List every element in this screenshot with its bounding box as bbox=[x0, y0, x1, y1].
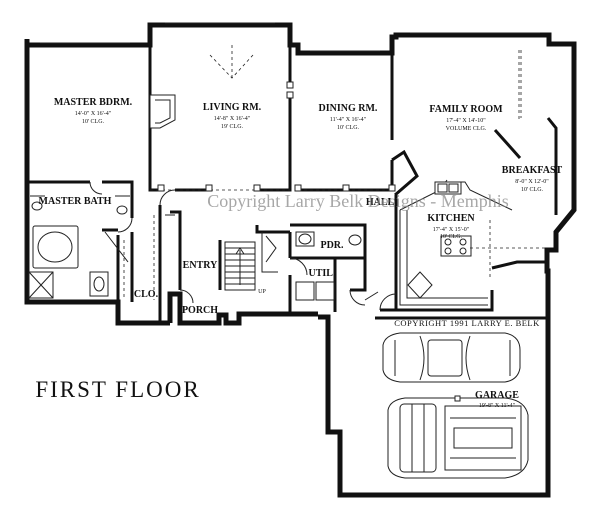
beams-dashed bbox=[150, 45, 522, 191]
sink-icon bbox=[31, 201, 43, 211]
kitchen-clg: 10' CLG. bbox=[440, 234, 463, 240]
garage-car-sedan bbox=[382, 332, 521, 383]
dining-rm-name: DINING RM. bbox=[319, 103, 378, 114]
dining-rm-size: 11'-4" X 16'-4" bbox=[330, 117, 367, 123]
corner-pantry bbox=[407, 271, 433, 299]
family-room-size: 17'-4" X 14'-10" bbox=[446, 118, 486, 124]
copyright-note: COPYRIGHT 1991 LARRY E. BELK bbox=[394, 318, 540, 328]
living-rm-size: 14'-8" X 16'-4" bbox=[214, 116, 251, 122]
living-rm-name: LIVING RM. bbox=[203, 102, 262, 113]
staircase bbox=[224, 232, 278, 291]
living-rm-clg: 19' CLG. bbox=[221, 124, 244, 130]
master-bdrm-clg: 10' CLG. bbox=[82, 119, 105, 125]
garage-name: GARAGE bbox=[475, 390, 519, 401]
watermark: Copyright Larry Belk Designs - Memphis bbox=[207, 191, 508, 211]
family-room-clg: VOLUME CLG. bbox=[446, 126, 487, 132]
windows bbox=[24, 22, 577, 494]
closet-shelves bbox=[104, 214, 175, 300]
breakfast-clg: 10' CLG. bbox=[521, 187, 544, 193]
kitchen-name: KITCHEN bbox=[427, 213, 475, 224]
porch-name: PORCH bbox=[182, 305, 218, 316]
family-room-name: FAMILY ROOM bbox=[429, 104, 503, 115]
powder-room-name: PDR. bbox=[320, 240, 344, 251]
columns bbox=[157, 81, 396, 192]
sink-icon bbox=[116, 205, 128, 215]
floor-title: FIRST FLOOR bbox=[35, 377, 200, 402]
breakfast-size: 8'-0" X 12'-0" bbox=[515, 179, 549, 185]
garage-marker bbox=[454, 395, 461, 402]
master-bath-name: MASTER BATH bbox=[39, 196, 112, 207]
kitchen-cabinets bbox=[399, 179, 548, 306]
master-bdrm-size: 14'-0" X 16'-4" bbox=[75, 111, 112, 117]
master-bdrm-name: MASTER BDRM. bbox=[54, 97, 133, 108]
cooktop-icon bbox=[440, 235, 472, 257]
master-bath-fixtures bbox=[28, 195, 130, 299]
entry-name: ENTRY bbox=[183, 260, 218, 271]
fireplace-icon bbox=[149, 94, 176, 129]
utility-name: UTIL. bbox=[309, 268, 336, 279]
kitchen-size: 17'-4" X 15'-0" bbox=[433, 227, 470, 233]
stair-up-label: UP bbox=[258, 289, 266, 295]
sink-icon bbox=[348, 234, 362, 246]
breakfast-name: BREAKFAST bbox=[502, 165, 563, 176]
dining-rm-clg: 10' CLG. bbox=[337, 125, 360, 131]
closet-name: CLO. bbox=[134, 289, 159, 300]
hall-name: HALL bbox=[366, 197, 395, 208]
garage-car-truck bbox=[387, 397, 529, 479]
utility-fixtures bbox=[295, 281, 335, 301]
powder-room-fixtures bbox=[295, 231, 362, 247]
toilet-icon bbox=[93, 276, 105, 292]
garage-size: 19'-8" X 11'-4" bbox=[479, 403, 516, 409]
doors bbox=[89, 181, 397, 311]
